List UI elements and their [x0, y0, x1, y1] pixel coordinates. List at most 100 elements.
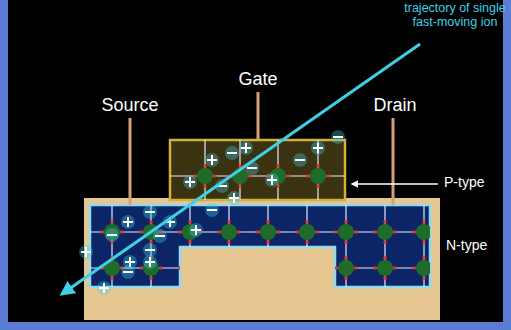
electron [326, 174, 330, 178]
atom [197, 168, 213, 184]
trajectory-caption: trajectory of single fast-moving ion [403, 2, 507, 30]
electron [266, 220, 270, 224]
electron [344, 256, 348, 260]
electron [383, 276, 387, 280]
electron [139, 230, 143, 234]
positive-charge [79, 245, 93, 259]
electron [295, 230, 299, 234]
positive-charge [227, 191, 241, 205]
electron [383, 220, 387, 224]
electron [412, 266, 416, 270]
electron [100, 230, 104, 234]
source-wire [129, 118, 132, 205]
positive-charge [143, 255, 157, 269]
lattice [170, 140, 345, 200]
negative-charge [121, 265, 135, 279]
drain-wire [392, 118, 395, 205]
electron [203, 164, 207, 168]
electron [305, 256, 309, 260]
negative-charge [331, 130, 345, 144]
electron [256, 266, 260, 270]
electron [432, 266, 436, 270]
electron [110, 276, 114, 280]
electron [213, 174, 217, 178]
electron [383, 256, 387, 260]
electron [237, 266, 241, 270]
part-label: Source [101, 96, 158, 116]
electron [305, 220, 309, 224]
electron [422, 240, 426, 244]
electron [276, 164, 280, 168]
electron [227, 240, 231, 244]
negative-charge [293, 153, 307, 167]
electron [178, 230, 182, 234]
part-label: Drain [373, 96, 416, 116]
gate-p-type-region [170, 140, 345, 200]
electron [305, 240, 309, 244]
electron [315, 266, 319, 270]
electron [316, 164, 320, 168]
background [8, 0, 503, 322]
electron [373, 230, 377, 234]
electron [344, 276, 348, 280]
electron [276, 266, 280, 270]
positive-charge [121, 215, 135, 229]
electron [344, 240, 348, 244]
electron [188, 220, 192, 224]
electron [266, 256, 270, 260]
part-label: Gate [238, 70, 277, 90]
positive-charge [265, 173, 279, 187]
n-type-region [90, 205, 430, 287]
atom [260, 224, 276, 240]
atom [377, 260, 393, 276]
electron [188, 276, 192, 280]
electron [334, 266, 338, 270]
electron [266, 240, 270, 244]
positive-charge [311, 141, 325, 155]
electron [217, 230, 221, 234]
atom [221, 224, 237, 240]
negative-charge [143, 205, 157, 219]
electron [354, 266, 358, 270]
atom [182, 260, 198, 276]
positive-charge [183, 175, 197, 189]
electron [203, 184, 207, 188]
electron [188, 256, 192, 260]
negative-charge [205, 203, 219, 217]
electron [256, 230, 260, 234]
electron [110, 220, 114, 224]
atom [260, 260, 276, 276]
electron [422, 256, 426, 260]
electron [344, 220, 348, 224]
electron [373, 266, 377, 270]
electron [354, 230, 358, 234]
electron [139, 266, 143, 270]
electron [316, 184, 320, 188]
atom [416, 260, 432, 276]
negative-charge [153, 229, 167, 243]
electron [412, 230, 416, 234]
electron [306, 174, 310, 178]
electron [276, 230, 280, 234]
electron [432, 230, 436, 234]
positive-charge [205, 153, 219, 167]
positive-charge [239, 141, 253, 155]
electron [238, 184, 242, 188]
region-label: P-type [444, 175, 484, 190]
atom [416, 224, 432, 240]
electron [422, 220, 426, 224]
electron [286, 174, 290, 178]
electron [305, 276, 309, 280]
atom [299, 224, 315, 240]
electron [393, 266, 397, 270]
electron [149, 220, 153, 224]
electron [227, 220, 231, 224]
electron [227, 276, 231, 280]
atom [310, 168, 326, 184]
positive-charge [97, 281, 111, 295]
atom [377, 224, 393, 240]
electron [237, 230, 241, 234]
electron [149, 276, 153, 280]
